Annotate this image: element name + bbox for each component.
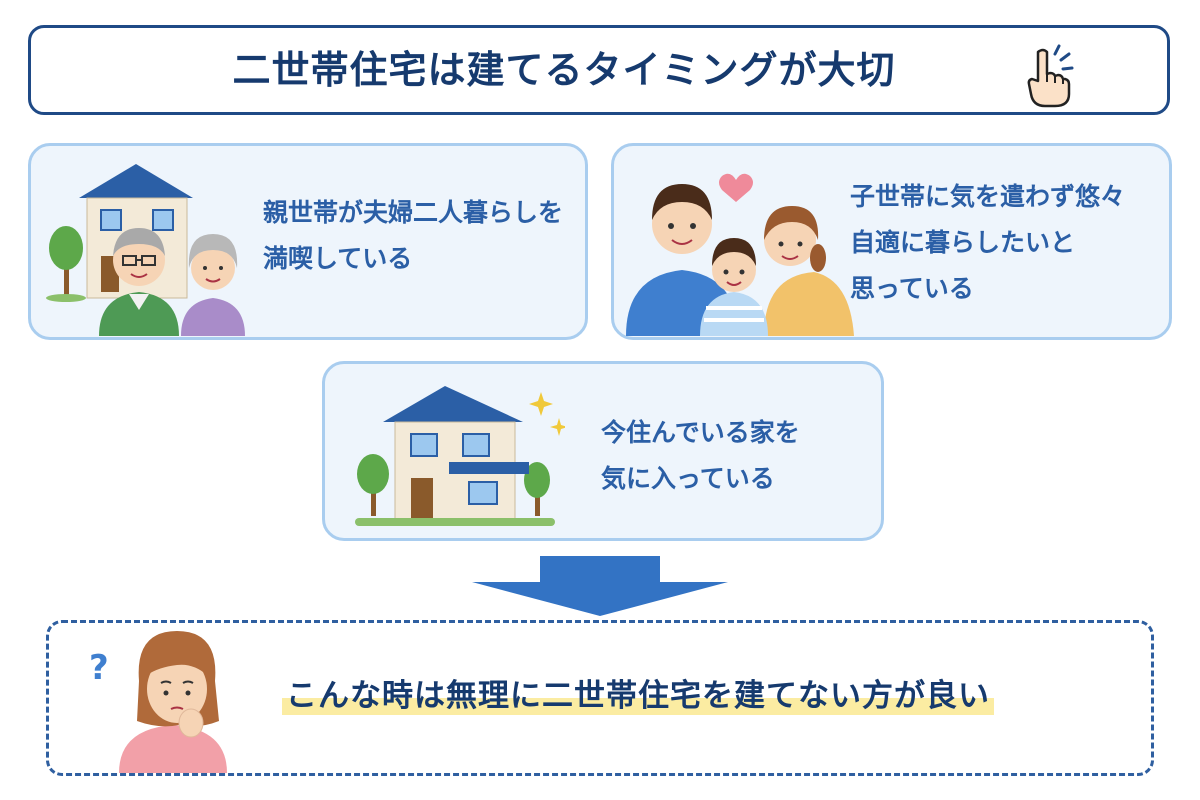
- card-house-line-2: 気に入っている: [601, 464, 775, 493]
- page-title: 二世帯住宅は建てるタイミングが大切: [232, 48, 896, 92]
- heart-icon: [719, 173, 753, 202]
- conclusion-text: こんな時は無理に二世帯住宅を建てない方が良い: [282, 670, 994, 715]
- question-mark-icon: ?: [89, 648, 109, 688]
- title-box: 二世帯住宅は建てるタイミングが大切: [28, 25, 1170, 115]
- thinking-woman-illustration: ?: [89, 631, 227, 773]
- pointing-hand-icon: [1027, 44, 1074, 108]
- young-family-illustration: [626, 173, 854, 336]
- card-parents: 親世帯が夫婦二人暮らしを 満喫している: [28, 143, 588, 340]
- card-children: 子世帯に気を遣わず悠々 自適に暮らしたいと 思っている: [611, 143, 1172, 340]
- sparkle-icon: [529, 392, 553, 416]
- card-house: 今住んでいる家を 気に入っている: [322, 361, 884, 541]
- card-children-line-1: 子世帯に気を遣わず悠々: [850, 182, 1126, 211]
- card-parents-line-1: 親世帯が夫婦二人暮らしを: [263, 198, 564, 227]
- down-arrow-icon: [472, 556, 728, 616]
- house-illustration: [355, 386, 565, 526]
- elderly-couple-house-illustration: [46, 164, 245, 336]
- card-house-line-1: 今住んでいる家を: [601, 418, 800, 447]
- card-children-line-3: 思っている: [850, 274, 974, 303]
- card-children-line-2: 自適に暮らしたいと: [850, 228, 1076, 257]
- card-parents-line-2: 満喫している: [263, 244, 413, 273]
